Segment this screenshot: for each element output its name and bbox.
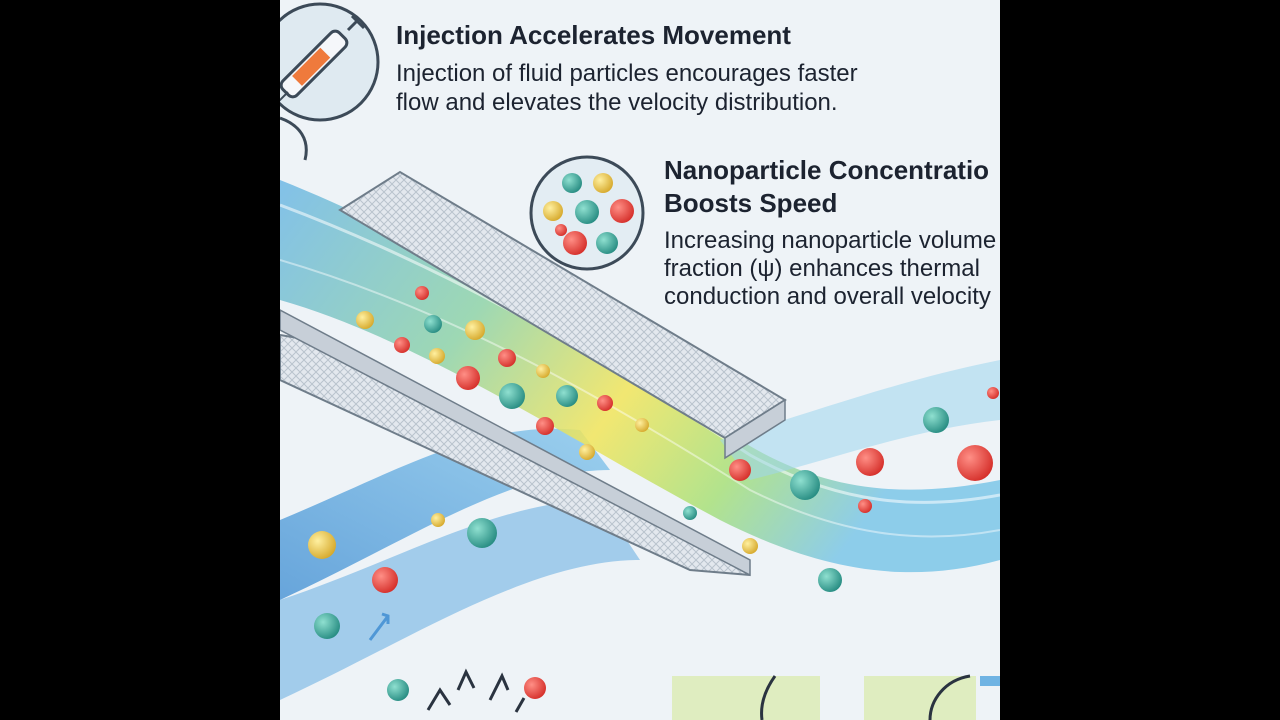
nanoparticle-heading: Boosts Speed [664,188,838,218]
flow-channel-illustration [280,2,1000,720]
lower-plate [280,309,751,577]
nanoparticle-body-line: conduction and overall velocity [664,283,991,310]
nanoparticle-cluster-icon [529,155,645,271]
lower-stream [280,428,640,700]
bottom-elements [387,668,1000,720]
nanoparticle-body-line: fraction (ψ) enhances thermal [664,255,980,282]
syringe-icon [280,2,380,161]
flow-particles [308,286,999,641]
upper-plate [338,170,787,460]
injection-body-line: flow and elevates the velocity distribut… [396,89,838,116]
nanoparticle-heading: Nanoparticle Concentratio [664,155,990,185]
injection-heading: Injection Accelerates Movement [396,20,791,50]
infographic-panel: Injection Accelerates Movement Injection… [280,0,1000,720]
injection-body-line: Injection of fluid particles encourages … [396,60,858,87]
nanoparticle-body-line: Increasing nanoparticle volume [664,227,997,254]
